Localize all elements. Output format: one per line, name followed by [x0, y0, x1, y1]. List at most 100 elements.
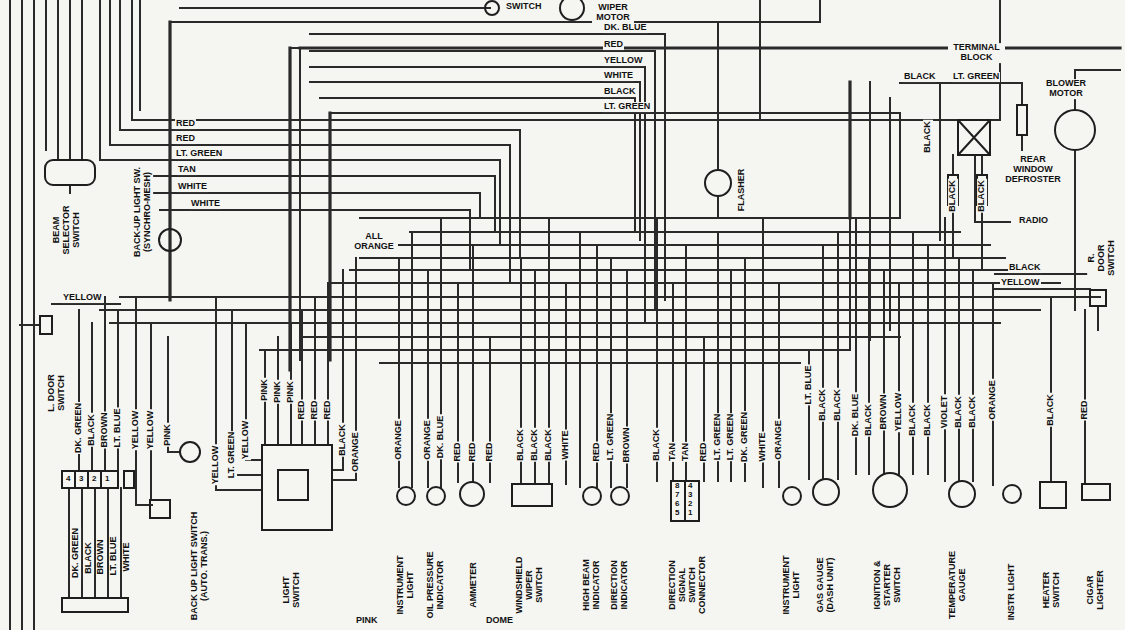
wire-color-label: LT. GREEN — [603, 102, 651, 112]
wire-color-label: LT. GREEN — [952, 72, 1000, 82]
wire-color-label: DK. BLUE — [603, 23, 648, 33]
wire-color-label: LT. GREEN — [713, 413, 723, 461]
component-label: L. DOOR SWITCH — [47, 365, 67, 422]
component-label: WIPER MOTOR — [592, 3, 634, 23]
lamp-symbol — [783, 487, 801, 505]
wire-color-label: BLACK — [652, 428, 662, 462]
wire-color-label: BROWN — [622, 427, 632, 464]
wire-color-label: BLACK — [948, 179, 958, 213]
connector-symbol — [124, 471, 134, 488]
component-label: LIGHT SWITCH — [282, 559, 302, 621]
wire-color-label: YELLOW — [894, 392, 904, 433]
component-label: BLOWER MOTOR — [1040, 79, 1092, 99]
wire-color-label: YELLOW — [131, 410, 141, 451]
wire-color-label: WHITE — [603, 71, 634, 81]
light-switch-symbol — [278, 470, 308, 500]
component-label: INSTR LIGHT — [1007, 563, 1017, 622]
wire-color-label: PINK — [260, 378, 270, 402]
wire-color-label: WHITE — [177, 182, 208, 192]
light-switch-symbol — [262, 445, 332, 530]
component-label: IGNITION & STARTER SWITCH — [873, 549, 903, 621]
component-label: RADIO — [1018, 216, 1049, 226]
wiper-switch-symbol — [512, 484, 552, 506]
wire-color-label: BLACK — [908, 403, 918, 437]
wire-color-label: PINK — [355, 616, 379, 626]
wire-color-label: LT. GREEN — [606, 413, 616, 461]
pin-number: 8 — [675, 482, 679, 490]
wire-color-label: YELLOW — [211, 445, 221, 486]
lamp-symbol — [611, 487, 629, 505]
wire-color-label: ORANGE — [988, 379, 998, 421]
component-label: INSTRUMENT LIGHT — [396, 549, 416, 621]
terminal-block-symbol — [958, 120, 990, 155]
connector-symbol — [62, 471, 118, 488]
component-label: BACK UP LIGHT SWITCH (AUTO. TRANS.) — [190, 510, 210, 622]
lamp-symbol — [1003, 485, 1021, 503]
wire-color-label: BLACK — [516, 428, 526, 462]
wire-color-label: WHITE — [561, 430, 571, 461]
pin-number: 6 — [675, 500, 679, 508]
pin-number: 2 — [92, 475, 96, 483]
wire-bundle — [20, 185, 180, 598]
wire-color-label: DK. GREEN — [71, 527, 81, 579]
component-label: CIGAR LIGHTER — [1086, 569, 1106, 611]
pin-number: 7 — [675, 491, 679, 499]
backup-switch-symbol — [159, 229, 181, 251]
wire-color-label: PINK — [163, 423, 173, 447]
wire-color-label: TAN — [681, 442, 691, 462]
wiper-motor-symbol — [560, 0, 584, 20]
wire-color-label: BLACK — [818, 388, 828, 422]
wire-color-label: RED — [297, 399, 307, 420]
component-label: DOME — [485, 616, 514, 626]
wire-color-label: BLACK — [968, 395, 978, 429]
wire-bundle — [10, 0, 1120, 630]
component-label: BEAM SELECTOR SWITCH — [52, 194, 82, 266]
wire-color-label: DK. BLUE — [436, 415, 446, 460]
wire-color-label: ALL ORANGE — [350, 232, 398, 252]
wire-color-label: WHITE — [122, 542, 132, 573]
switch-symbol — [485, 1, 499, 15]
wire-color-label: BLACK — [864, 403, 874, 437]
pin-number: 1 — [688, 509, 692, 517]
gauge-symbol — [949, 481, 975, 507]
wire-color-label: RED — [175, 119, 196, 129]
wire-color-label: BLACK — [544, 428, 554, 462]
component-label: BACK-UP LIGHT SW. (SYNCHRO-MESH) — [133, 166, 153, 258]
component-label: HEATER SWITCH — [1042, 559, 1062, 621]
component-label: WINDSHIELD WIPER SWITCH — [515, 551, 545, 619]
wire-color-label: DK. GREEN — [74, 402, 84, 454]
wire-color-label: RED — [1080, 399, 1090, 420]
gauge-symbol — [813, 479, 839, 505]
wire-color-label: BLACK — [903, 72, 937, 82]
wire-bundle — [718, 0, 1120, 482]
connector-divider — [75, 471, 101, 488]
main-wire — [170, 22, 1120, 370]
beam-selector-switch-symbol — [45, 160, 95, 185]
backup-switch-symbol — [150, 500, 170, 518]
wire-color-label: RED — [453, 441, 463, 462]
wire-color-label: BLACK — [954, 395, 964, 429]
wire-color-label: LT. GREEN — [175, 149, 223, 159]
wire-color-label: RED — [485, 441, 495, 462]
wire-color-label: RED — [592, 441, 602, 462]
wire-color-label: ORANGE — [394, 419, 404, 461]
wire-color-label: BROWN — [100, 412, 110, 449]
wire-bundle — [100, 130, 520, 283]
wires — [10, 0, 1120, 630]
component-label: HIGH BEAM INDICATOR — [582, 551, 602, 619]
wire-color-label: BLACK — [530, 428, 540, 462]
connector-divider — [684, 481, 686, 521]
wire-color-label: VIOLET — [940, 395, 950, 430]
wire-color-label: WHITE — [190, 199, 221, 209]
wire-color-label: BLACK — [87, 413, 97, 447]
ammeter-symbol — [460, 482, 484, 506]
wire-color-label: BLACK — [977, 179, 987, 213]
wire-color-label: RED — [603, 40, 624, 50]
wire-color-label: RED — [323, 399, 333, 420]
wire-color-label: BLACK — [603, 87, 637, 97]
lamp-symbol — [427, 487, 445, 505]
component-label: INSTRUMENT LIGHT — [782, 549, 802, 621]
component-label: GAS GAUGE (DASH UNIT) — [816, 549, 836, 621]
